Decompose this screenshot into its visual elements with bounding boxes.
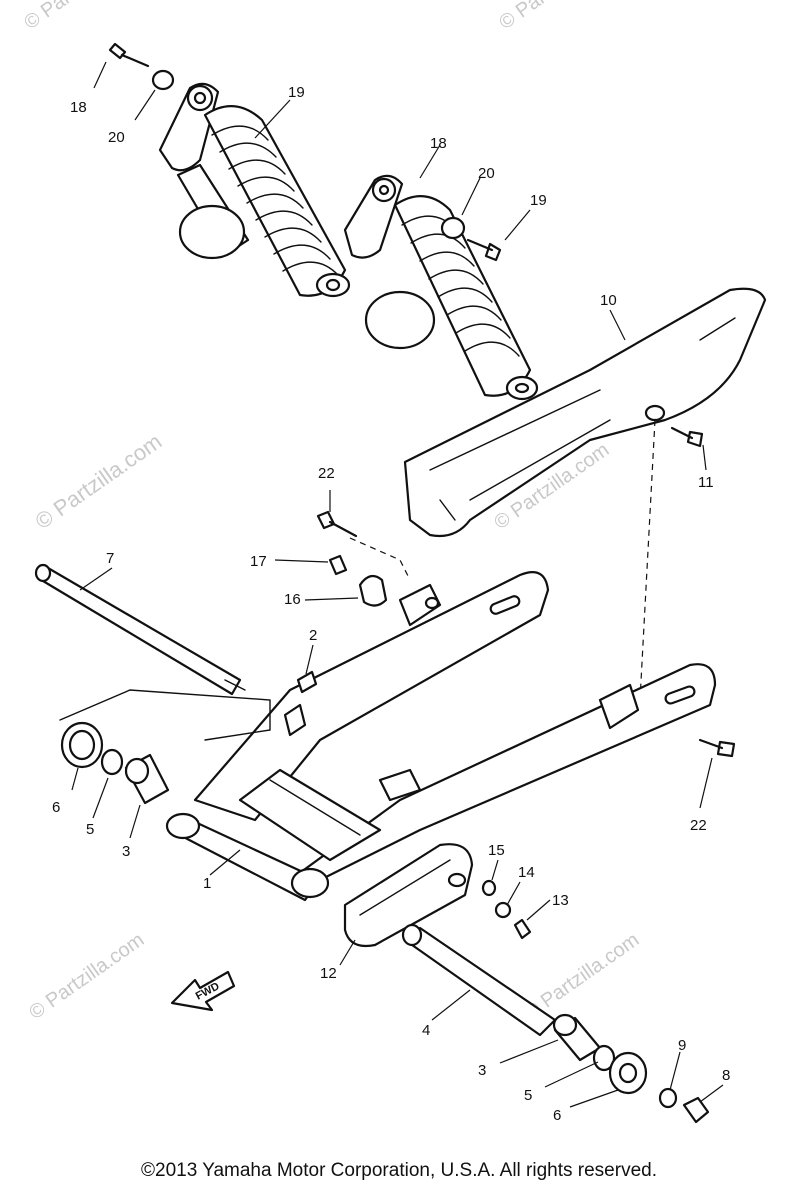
watermark-faint-5: © Partzilla.com	[20, 0, 143, 34]
rear-shock-right	[343, 174, 539, 401]
bolt-21-right	[466, 238, 502, 262]
clip-2	[296, 670, 318, 694]
callout-7: 7	[106, 550, 114, 567]
chain-tensioner	[343, 843, 474, 948]
bolt-11	[670, 426, 704, 448]
callout-13: 13	[552, 892, 569, 909]
callout-20-mid: 20	[478, 165, 495, 182]
washer-20-left	[151, 69, 175, 91]
callout-14: 14	[518, 864, 535, 881]
washer-20-right	[440, 216, 466, 240]
callout-2: 2	[309, 627, 317, 644]
callout-6-left: 6	[52, 799, 60, 816]
callout-16: 16	[284, 591, 301, 608]
watermark-main: © Partzilla.com	[31, 429, 167, 535]
forward-arrow: FWD	[170, 970, 236, 1012]
bushing-set-left	[60, 721, 170, 805]
callout-19: 19	[288, 84, 305, 101]
callout-6-right: 6	[553, 1107, 561, 1124]
callout-1: 1	[203, 875, 211, 892]
callout-18: 18	[430, 135, 447, 152]
callout-5-left: 5	[86, 821, 94, 838]
callout-21-mid: 19	[530, 192, 547, 209]
callout-11: 11	[698, 474, 714, 491]
washer-14	[494, 901, 512, 919]
callout-21-top: 18	[70, 99, 87, 116]
callout-8: 8	[722, 1067, 730, 1084]
callout-20-top: 20	[108, 129, 125, 146]
chain-guard	[403, 287, 767, 538]
rear-axle	[401, 923, 557, 1037]
bolt-21-left	[108, 42, 150, 68]
callout-3-left: 3	[122, 843, 130, 860]
swingarm	[165, 571, 717, 902]
callout-10: 10	[600, 292, 617, 309]
cable-clamp-16	[358, 574, 388, 607]
rear-shock-left	[158, 82, 351, 298]
callout-22-bottom: 22	[690, 817, 707, 834]
callout-5-right: 5	[524, 1087, 532, 1104]
bushing-set-right	[552, 1013, 710, 1124]
collar-15	[481, 879, 497, 897]
bolt-22-lower	[698, 738, 736, 758]
callout-17: 17	[250, 553, 267, 570]
watermark-faint-4: © Partzilla.com	[495, 0, 618, 34]
callout-15: 15	[488, 842, 505, 859]
callout-22-top: 22	[318, 465, 335, 482]
bolt-22-upper	[316, 510, 358, 538]
copyright-notice: ©2013 Yamaha Motor Corporation, U.S.A. A…	[141, 1160, 657, 1181]
callout-4: 4	[422, 1022, 430, 1039]
callout-9: 9	[678, 1037, 686, 1054]
callout-12: 12	[320, 965, 337, 982]
pivot-shaft	[34, 563, 246, 696]
callout-3-right: 3	[478, 1062, 486, 1079]
screw-13	[513, 918, 532, 940]
screw-17	[328, 554, 348, 576]
watermark-faint-2: © Partzilla.com	[25, 929, 148, 1024]
